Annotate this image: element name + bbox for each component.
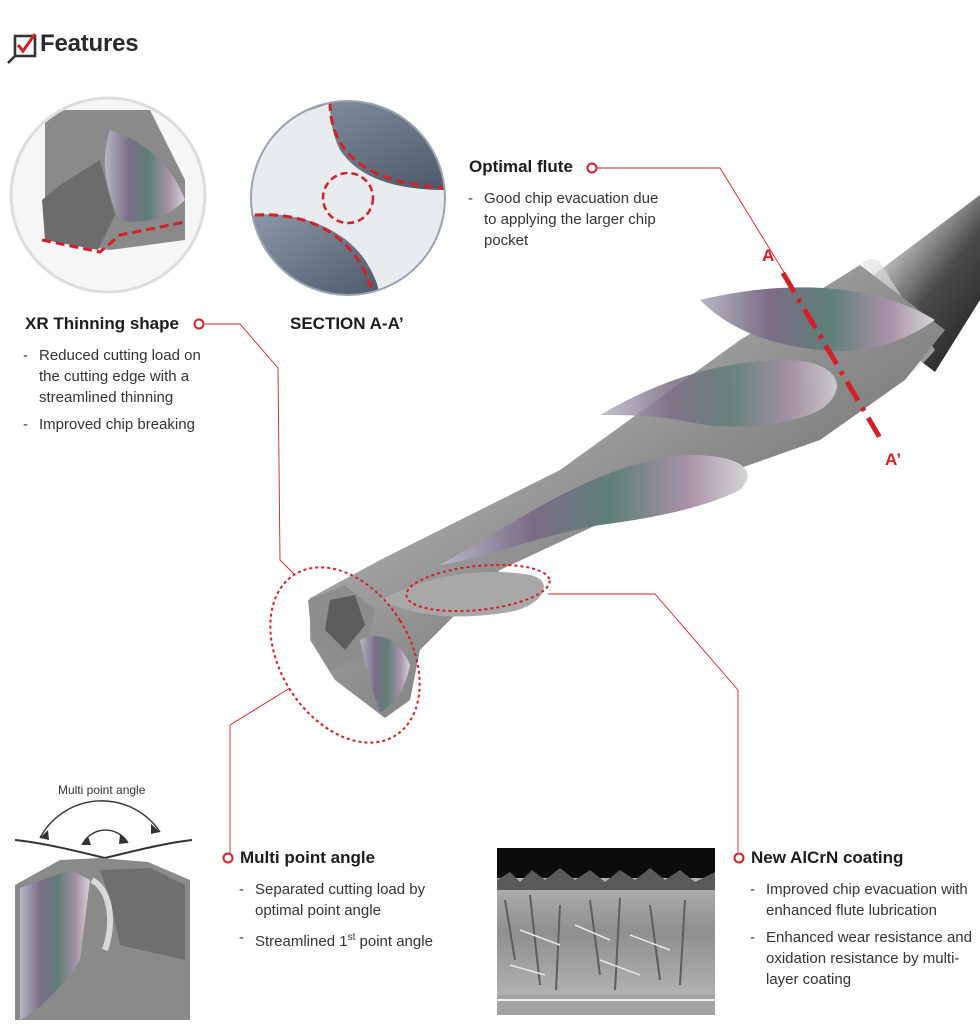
coating-sem-image (497, 848, 715, 1015)
section-label: SECTION A-A’ (290, 314, 404, 333)
list-item: Separated cutting load by optimal point … (239, 879, 449, 921)
marker-a-prime: A’ (885, 450, 902, 469)
header (6, 30, 206, 64)
xr-thinning-closeup (11, 98, 205, 292)
list-item: Streamlined 1st point angle (239, 927, 449, 952)
optimal-flute-title: Optimal flute (469, 157, 573, 176)
multi-point-angle-label: Multi point angle (58, 783, 146, 797)
list-item-text: point angle (355, 933, 433, 950)
page-title: Features (40, 30, 139, 57)
list-item: Improved chip evacuation with enhanced f… (750, 879, 975, 921)
list-item: Good chip evacuation due to applying the… (468, 188, 668, 251)
superscript: st (347, 932, 356, 943)
optimal-flute-bullets: Good chip evacuation due to applying the… (468, 188, 668, 257)
multi-point-angle-diagram (14, 800, 193, 1020)
xr-thinning-bullets: Reduced cutting load on the cutting edge… (23, 345, 218, 441)
xr-thinning-title: XR Thinning shape (25, 314, 179, 333)
list-item-text: Streamlined 1 (255, 933, 348, 950)
coating-title: New AlCrN coating (751, 848, 904, 867)
marker-a: A (762, 246, 775, 265)
list-item: Improved chip breaking (23, 414, 218, 435)
list-item: Enhanced wear resistance and oxidation r… (750, 927, 975, 990)
multi-point-angle-title: Multi point angle (240, 848, 376, 867)
checkbox-check-icon (7, 33, 37, 64)
multi-point-angle-bullets: Separated cutting load by optimal point … (239, 879, 449, 958)
list-item: Reduced cutting load on the cutting edge… (23, 345, 218, 408)
coating-bullets: Improved chip evacuation with enhanced f… (750, 879, 975, 996)
